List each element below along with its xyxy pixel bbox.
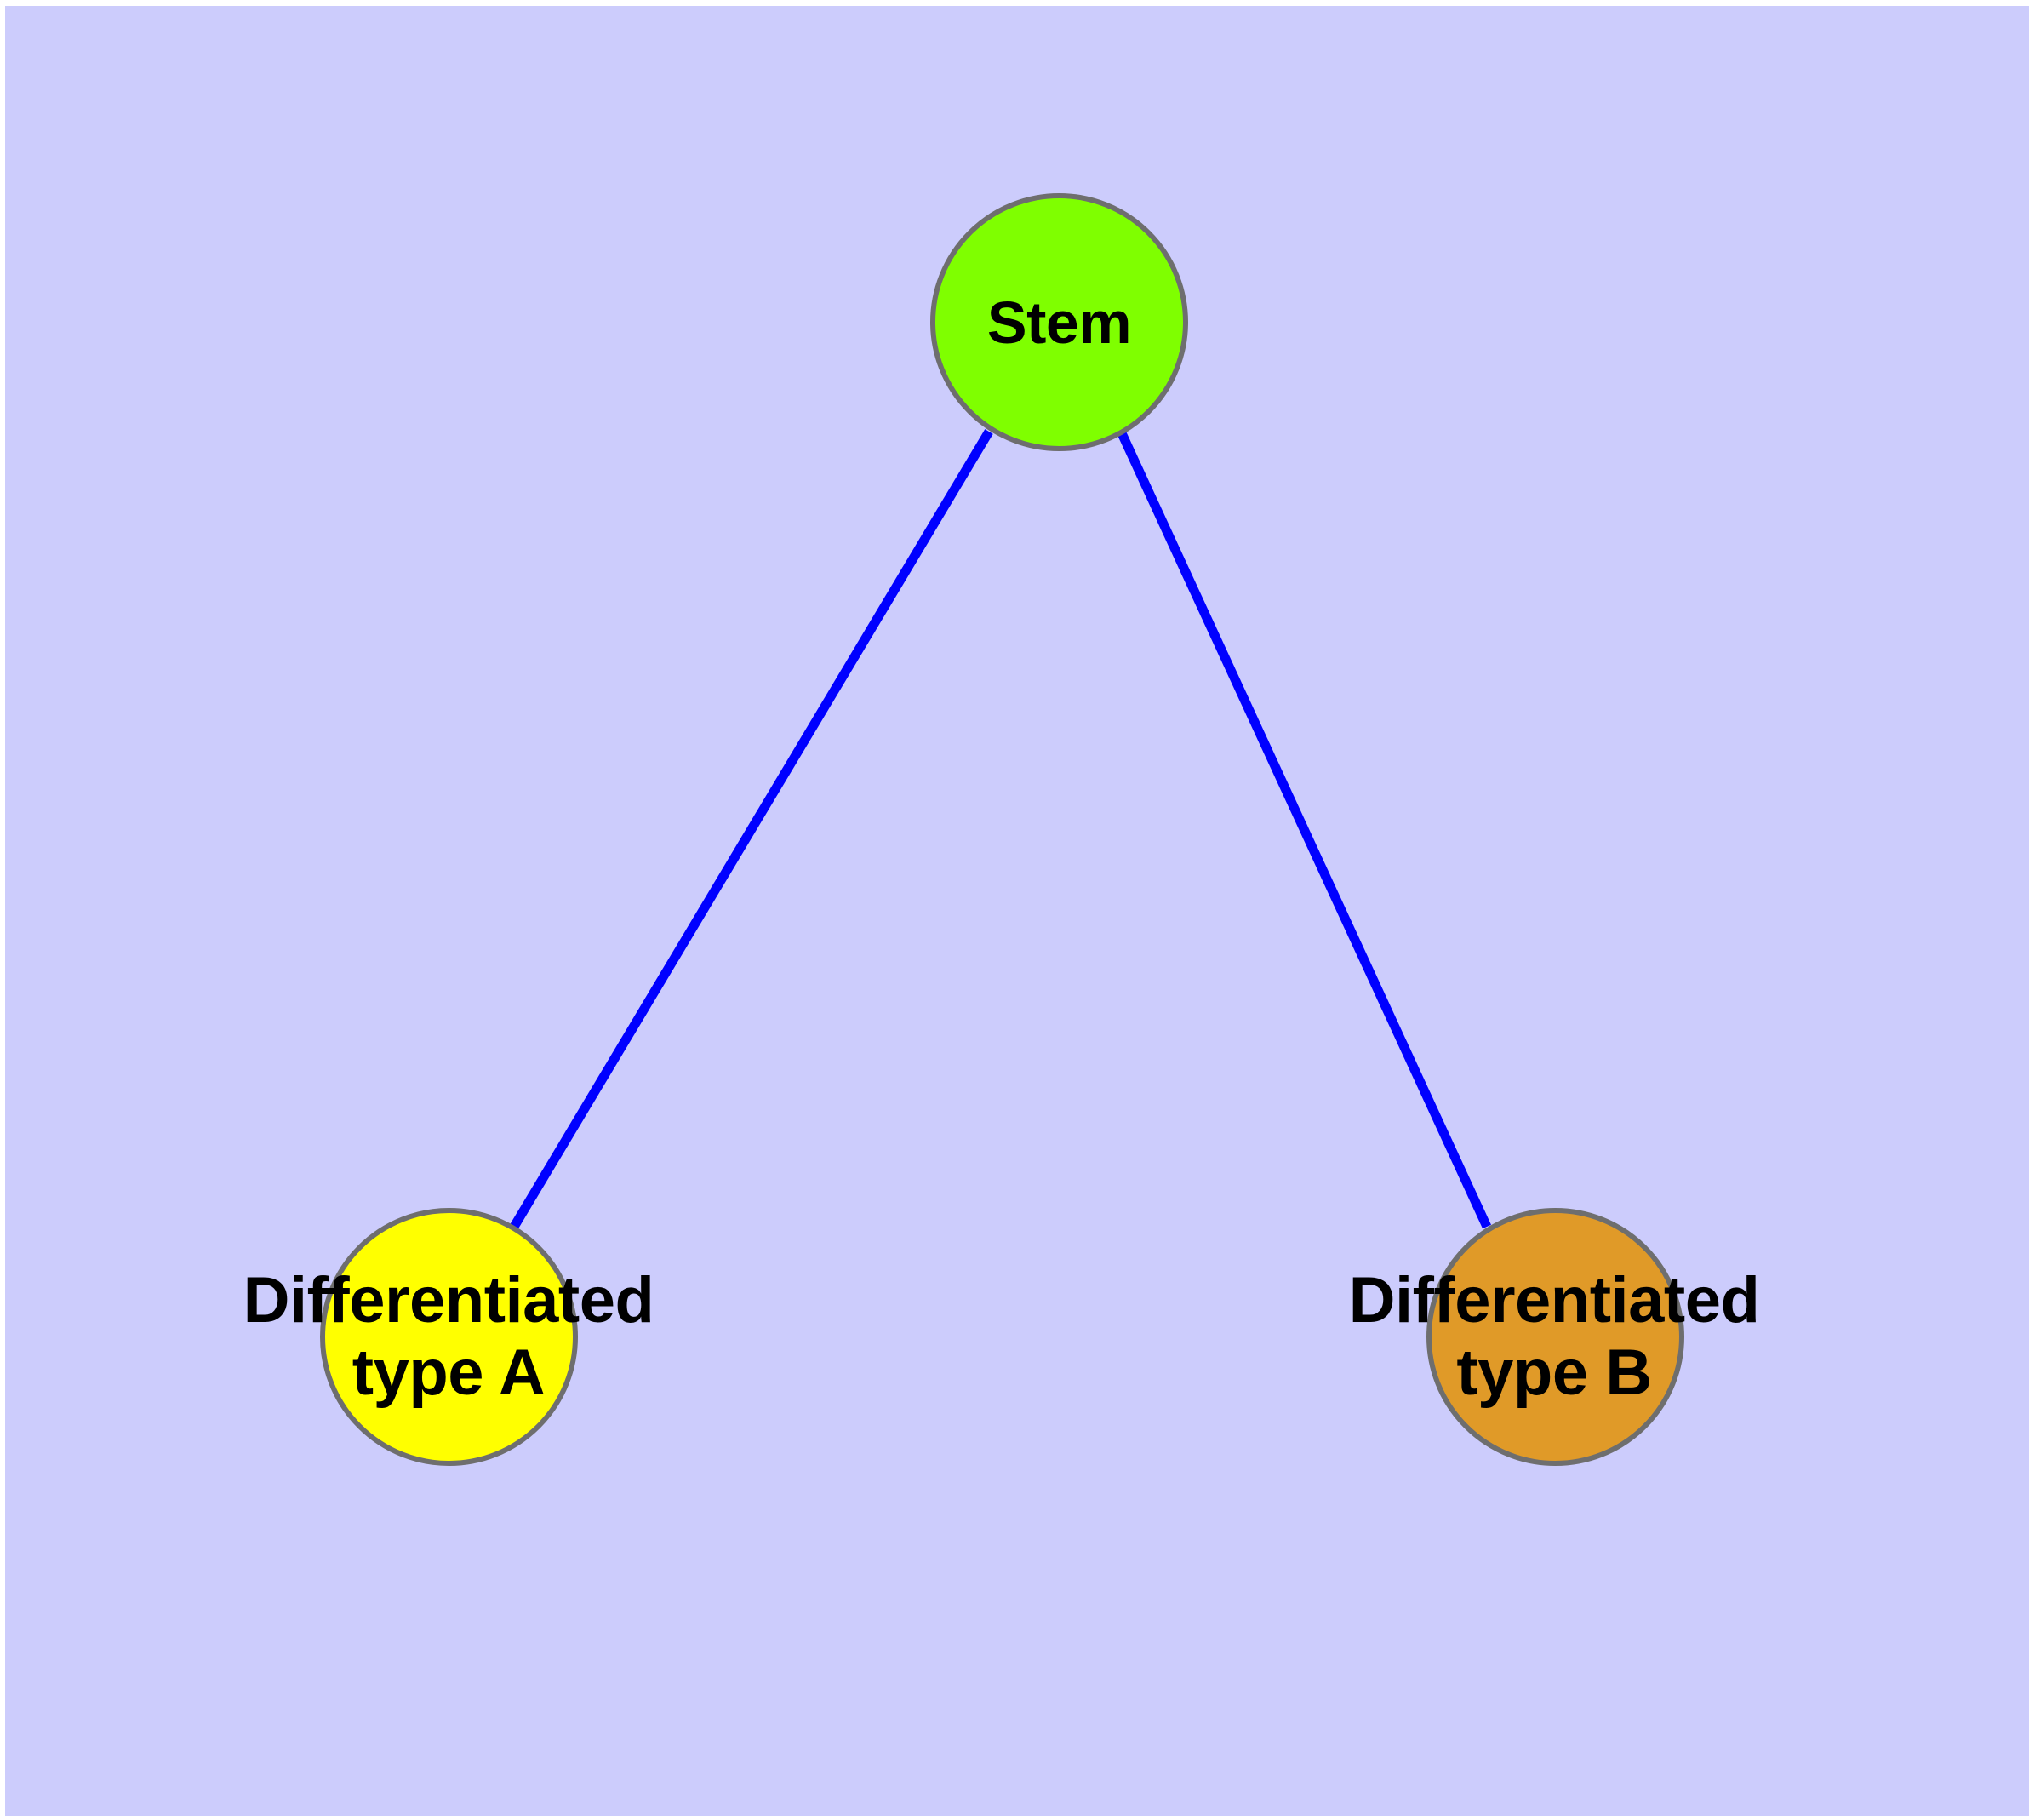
node-differentiated-type-b[interactable]: [1426, 1208, 1684, 1466]
node-stem-label: Stem: [986, 289, 1132, 356]
node-stem[interactable]: Stem: [930, 193, 1188, 451]
node-differentiated-type-b-label: Differentiated type B: [1349, 1264, 1760, 1409]
node-differentiated-type-a-label: Differentiated type A: [243, 1264, 654, 1409]
graph-plot-area: Stem Differentiated type A Differentiate…: [5, 6, 2029, 1816]
node-stem-label-line-1: Stem: [986, 289, 1132, 356]
node-differentiated-type-a-label-line-1: Differentiated: [243, 1263, 654, 1336]
edge-layer: [510, 429, 1491, 1229]
edge-stem-to-differentiated-type-b: [1117, 431, 1491, 1229]
node-differentiated-type-a[interactable]: [320, 1208, 578, 1466]
node-differentiated-type-b-label-line-1: Differentiated: [1348, 1263, 1760, 1336]
edge-stem-to-differentiated-type-a: [510, 429, 993, 1229]
node-differentiated-type-a-label-line-2: type A: [352, 1336, 546, 1409]
node-differentiated-type-b-label-line-2: type B: [1456, 1336, 1652, 1409]
